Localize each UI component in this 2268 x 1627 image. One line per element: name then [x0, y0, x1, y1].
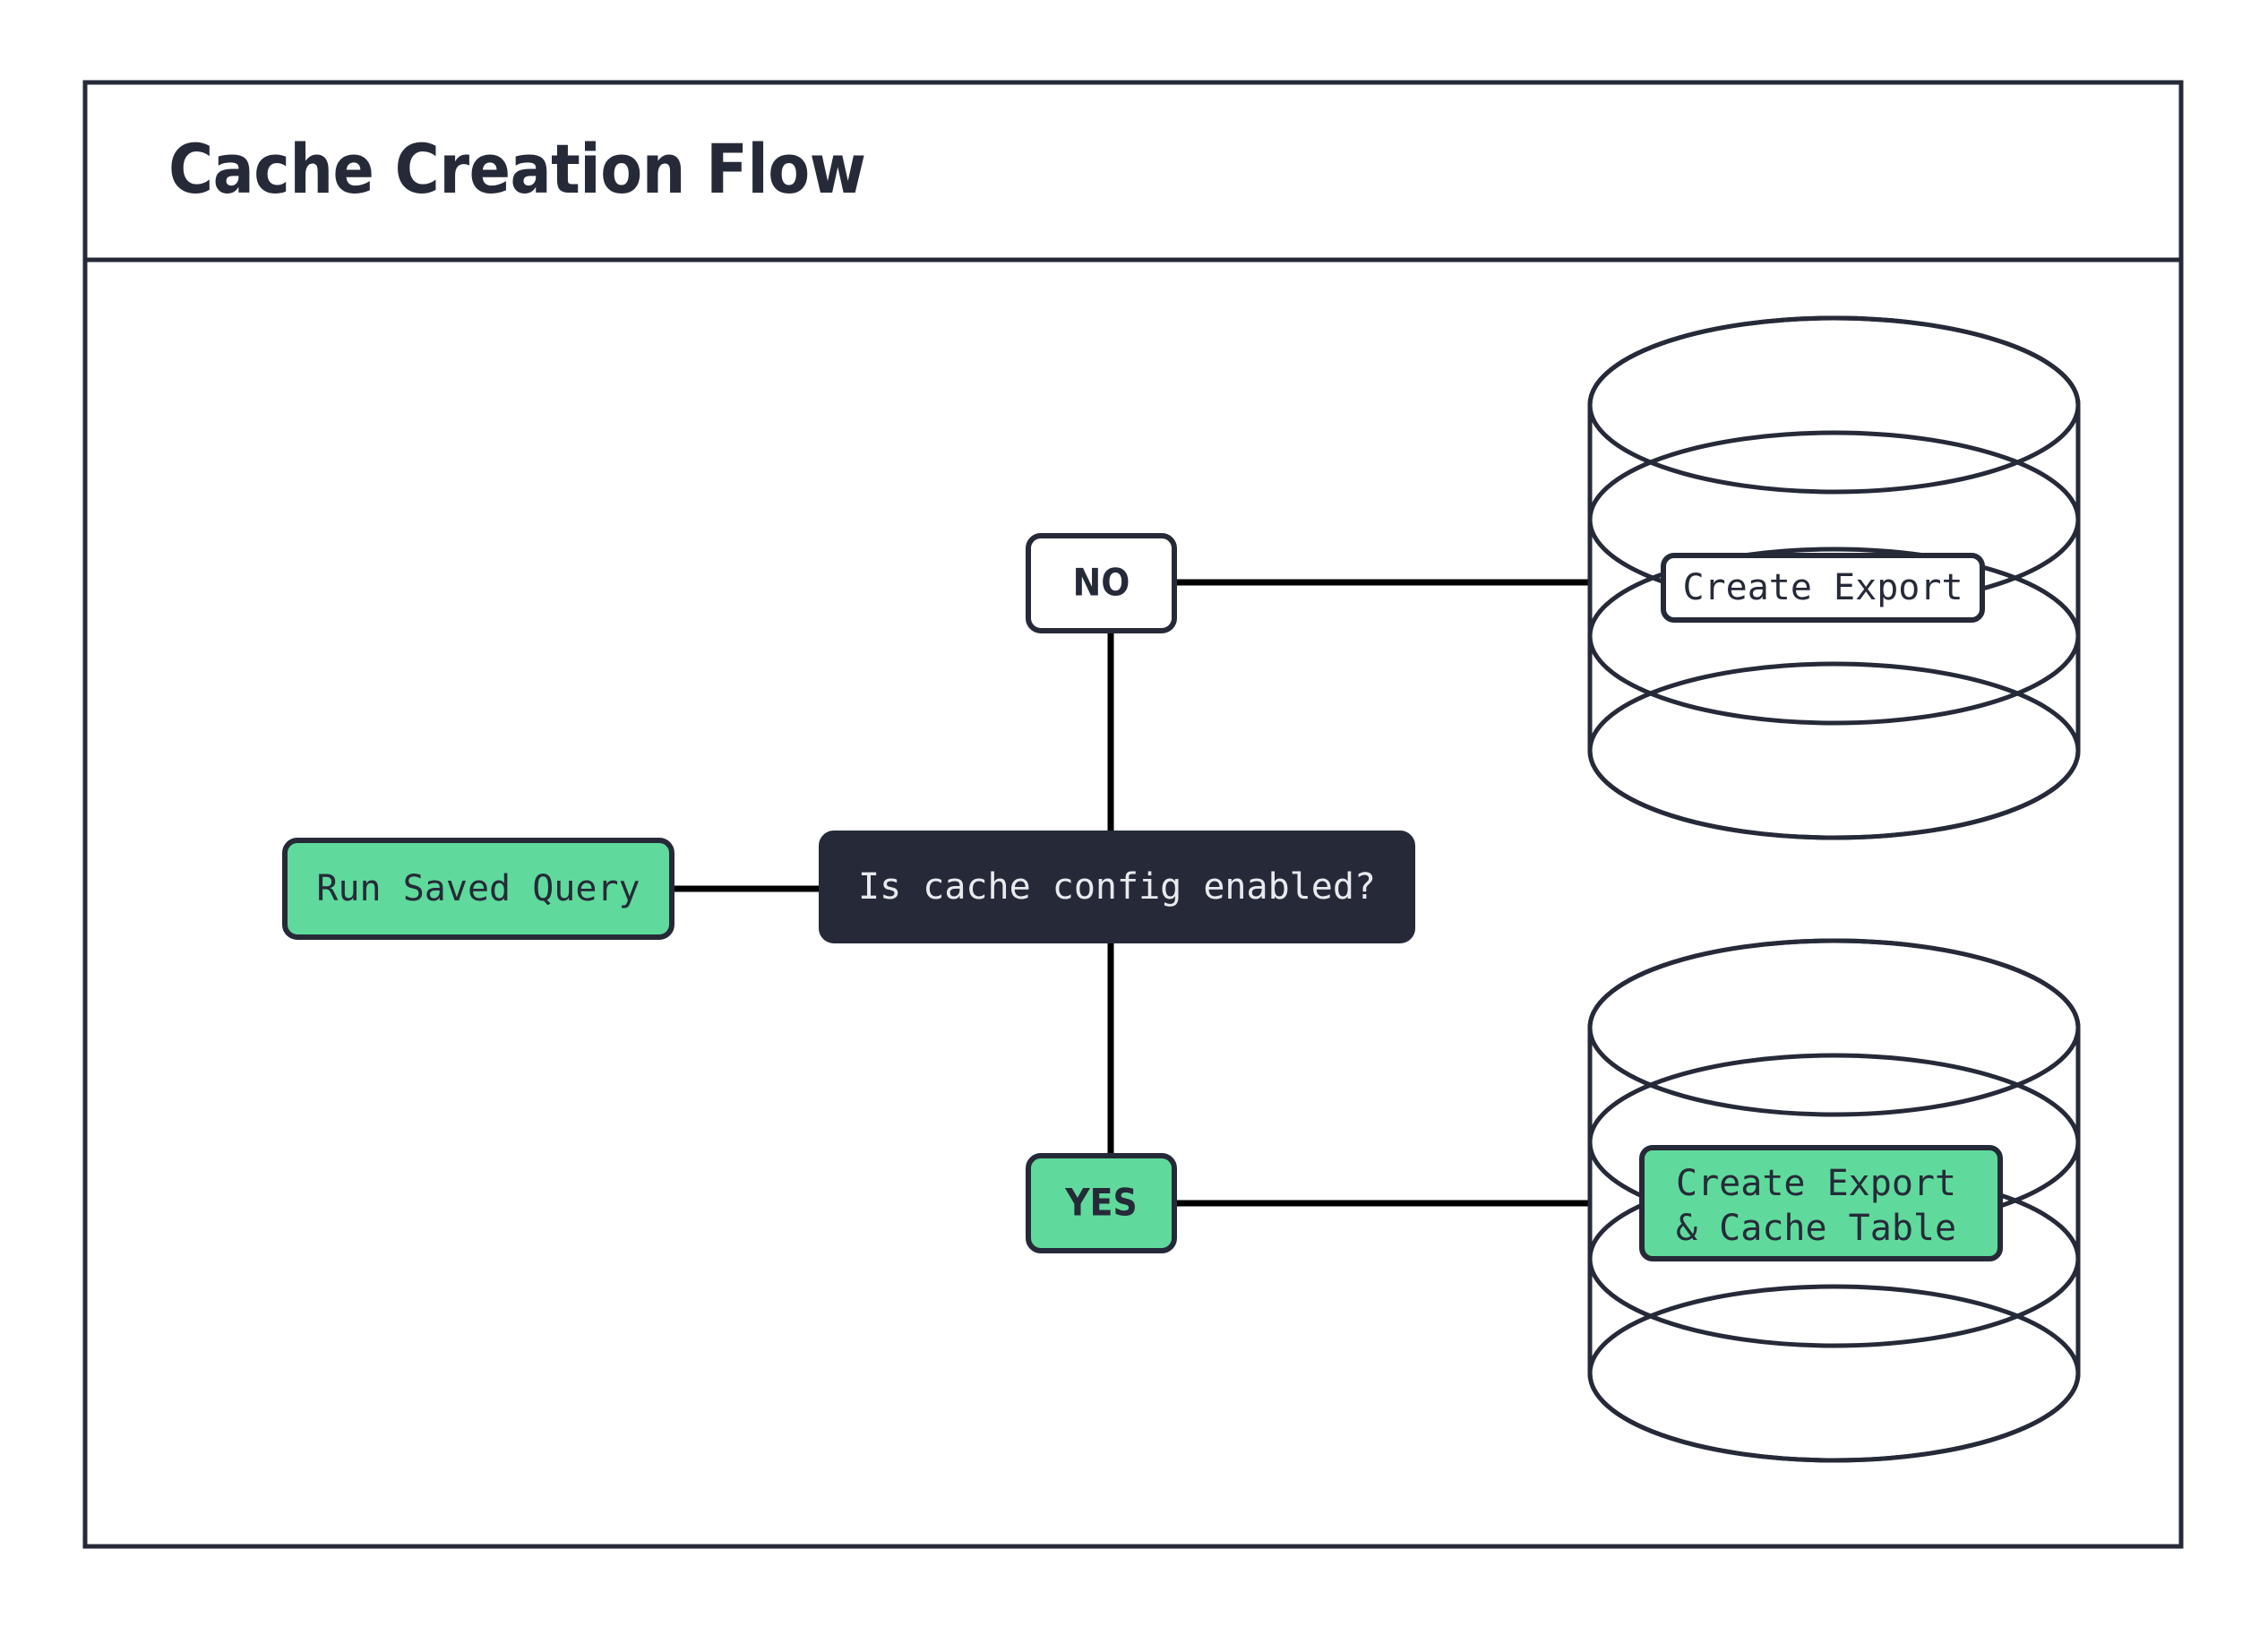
node-create-export-cache-table-label-line1: Create Export [1676, 1163, 1956, 1204]
node-create-export-label: Create Export [1682, 567, 1963, 608]
node-branch-yes-shape[interactable] [1026, 1153, 1177, 1253]
page-title: Cache Creation Flow [168, 129, 865, 209]
node-create-export-cache-table-shape[interactable] [1639, 1145, 2003, 1261]
node-create-export-cache-table[interactable]: Create Export & Cache Table [1639, 1145, 2003, 1261]
node-is-cache-config-enabled[interactable]: Is cache config enabled? [819, 831, 1415, 943]
node-create-export-cache-table-label-line2: & Cache Table [1676, 1208, 1956, 1249]
node-branch-no[interactable]: NO [1026, 533, 1177, 633]
node-is-cache-config-enabled-shape[interactable] [819, 831, 1415, 943]
node-branch-yes-label: YES [1064, 1181, 1137, 1225]
node-run-saved-query-label: Run Saved Query [316, 868, 640, 909]
node-create-export-shape[interactable] [1661, 553, 1985, 623]
node-run-saved-query-shape[interactable] [282, 838, 674, 940]
node-create-export[interactable]: Create Export [1661, 553, 1985, 623]
node-run-saved-query[interactable]: Run Saved Query [282, 838, 674, 940]
node-branch-yes[interactable]: YES [1026, 1153, 1177, 1253]
node-branch-no-label: NO [1073, 561, 1130, 605]
node-branch-no-shape[interactable] [1026, 533, 1177, 633]
node-is-cache-config-enabled-label: Is cache config enabled? [858, 866, 1376, 908]
diagram-frame [82, 80, 2184, 1549]
